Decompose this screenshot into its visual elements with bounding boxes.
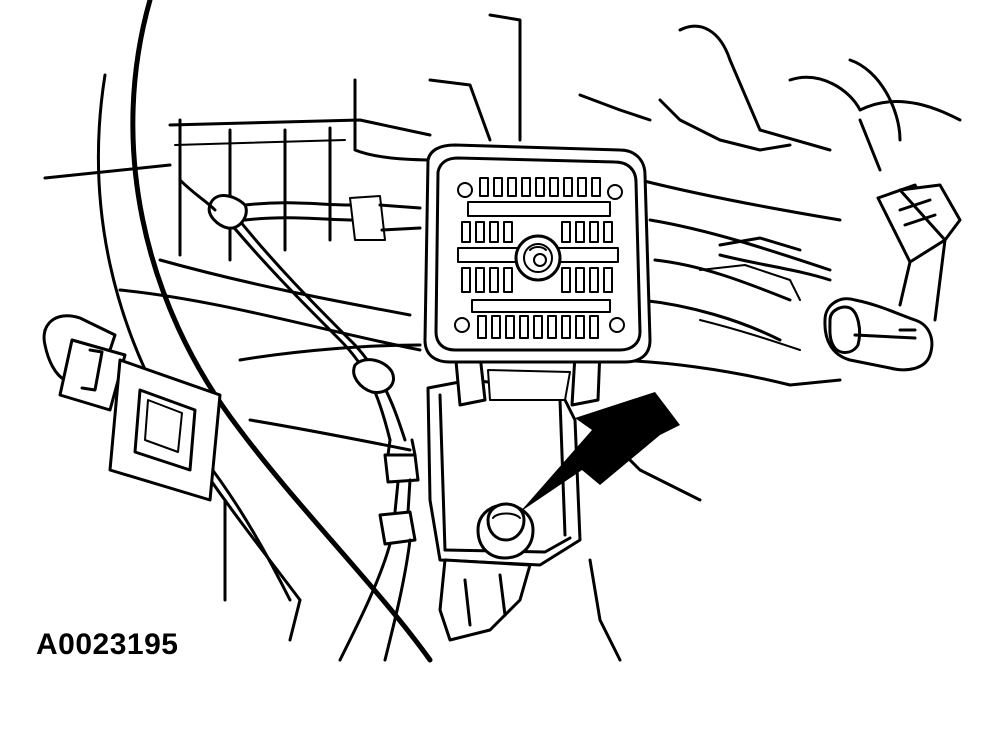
right-sensor: [823, 183, 962, 372]
pointer-arrow: [520, 392, 680, 512]
wire-harness: [178, 178, 422, 662]
mounting-bolt: [476, 502, 535, 560]
control-module: [423, 143, 652, 364]
mounting-bracket: [426, 348, 602, 642]
left-plug-connector: [42, 314, 222, 502]
figure-id-label: A0023195: [36, 628, 179, 661]
background-housing: [43, 0, 962, 663]
